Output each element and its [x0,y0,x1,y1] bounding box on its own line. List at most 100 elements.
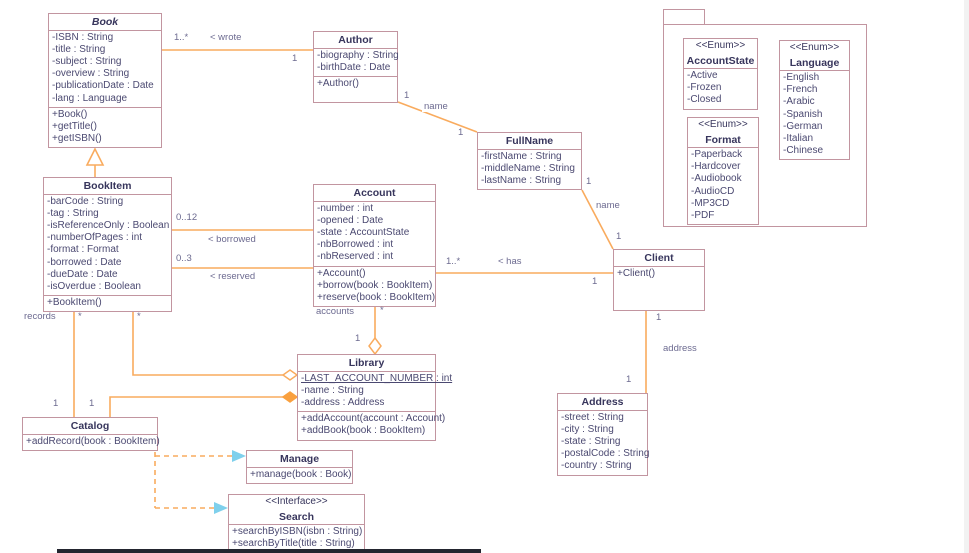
methods: +manage(book : Book) [247,466,352,483]
class-title: Manage [279,453,320,465]
member-row: -firstName : String [481,150,562,162]
member-row: -number : int [317,202,374,214]
member-row: -lang : Language [52,92,128,104]
member-row: -title : String [52,43,106,55]
member-row: +Book() [52,108,88,120]
class-title: Address [581,396,624,408]
class-title: FullName [505,135,554,147]
attributes: -biography : String-birthDate : Date [314,47,399,76]
enum-stereotype: <<Enum>> [695,40,746,51]
member-row: -street : String [561,411,624,423]
multiplicity-label: 1 [656,312,662,323]
class-manage[interactable]: Manage +manage(book : Book) [246,450,353,484]
member-row: -nbReserved : int [317,251,394,263]
dependency-arrow-icon [214,502,228,514]
multiplicity-label: 1..* [174,32,189,43]
class-fullname[interactable]: FullName -firstName : String-middleName … [477,132,582,191]
member-row: -borrowed : Date [47,256,122,268]
member-row: -French [783,84,818,96]
interface-search[interactable]: <<Interface>> Search +searchByISBN(isbn … [228,494,365,553]
member-row: -city : String [561,423,614,435]
class-title: Book [91,16,119,28]
multiplicity-label: 1 [586,176,592,187]
methods: +Author() [314,75,397,102]
enum-values: -English-French-Arabic-Spanish-German-It… [780,70,849,159]
multiplicity-label: 1 [458,127,464,138]
member-row: -state : String [561,435,621,447]
class-catalog[interactable]: Catalog +addRecord(book : BookItem) [22,417,160,451]
enum-format[interactable]: <<Enum>> Format -Paperback-Hardcover-Aud… [687,117,759,226]
enum-language[interactable]: <<Enum>> Language -English-French-Arabic… [779,40,850,161]
multiplicity-label: 0..12 [176,212,198,223]
methods: +searchByISBN(isbn : String)+searchByTit… [229,524,364,552]
class-library[interactable]: Library -LAST_ACCOUNT_NUMBER : int -name… [297,354,452,441]
edge-label-name: name [422,101,450,112]
class-author[interactable]: Author -biography : String-birthDate : D… [313,31,399,103]
class-book[interactable]: Book -ISBN : String-title : String-subje… [48,13,162,149]
multiplicity-label: * [380,305,384,316]
member-row: -German [783,120,823,132]
edge-label-borrowed: < borrowed [208,234,256,245]
class-title: Client [644,252,674,264]
attributes: -firstName : String-middleName : String-… [478,148,581,190]
class-address[interactable]: Address -street : String-city : String-s… [557,393,649,476]
class-title: Author [338,34,373,46]
edge-label-name: name [594,200,622,211]
member-row: -overview : String [52,68,130,80]
static-attributes: -LAST_ACCOUNT_NUMBER : int [301,373,452,385]
member-row: -biography : String [317,49,399,61]
edge-label-records: records [24,311,56,322]
member-row: -birthDate : Date [317,61,391,73]
member-row: +borrow(book : BookItem) [317,279,433,291]
methods: +addRecord(book : BookItem) [23,433,160,450]
member-row: -address : Address [301,396,385,408]
multiplicity-label: 0..3 [176,253,192,264]
member-row: -country : String [561,460,632,472]
aggregation-diamond-icon [281,369,299,381]
member-row: -opened : Date [317,214,384,226]
multiplicity-label: 1 [592,276,598,287]
methods: +addAccount(account : Account)+addBook(b… [298,411,445,439]
class-account[interactable]: Account -number : int-opened : Date-stat… [313,184,436,308]
member-row: -Closed [687,94,722,106]
member-row: -Frozen [687,82,722,94]
member-row: -Active [687,70,718,81]
enum-stereotype: <<Enum>> [789,42,840,53]
member-row: +searchByISBN(isbn : String) [232,526,363,537]
member-row: -English [783,72,820,83]
class-bookitem[interactable]: BookItem -barCode : String-tag : String-… [43,177,172,313]
multiplicity-label: 1 [616,231,622,242]
member-row: -MP3CD [691,197,730,209]
methods: +Client() [614,265,704,310]
methods: +Account()+borrow(book : BookItem)+reser… [314,265,436,307]
enum-values: -Active-Frozen-Closed [684,68,757,109]
class-client[interactable]: Client +Client() [613,249,705,311]
member-row: -isOverdue : Boolean [47,280,141,292]
member-row: -nbBorrowed : int [317,239,394,251]
enum-title: Format [705,133,741,146]
methods: +BookItem() [44,295,171,311]
attributes: -barCode : String-tag : String-isReferen… [44,193,171,296]
member-row: -ISBN : String [52,31,114,43]
member-row: -format : Format [47,244,119,256]
aggregation-diamond-icon [368,336,382,356]
multiplicity-label: 1..* [446,256,461,267]
member-row: +reserve(book : BookItem) [317,291,436,303]
enum-accountstate[interactable]: <<Enum>> AccountState -Active-Frozen-Clo… [683,38,758,110]
member-row: +addBook(book : BookItem) [301,425,426,437]
class-title: Library [348,357,385,369]
composition-diamond-icon [281,391,299,403]
member-row: +searchByTitle(title : String) [232,538,355,550]
member-row: -middleName : String [481,162,575,174]
member-row: -Paperback [691,149,743,160]
multiplicity-label: * [78,311,82,322]
member-row: -dueDate : Date [47,268,118,280]
multiplicity-label: 1 [626,374,632,385]
member-row: -Hardcover [691,161,741,173]
enum-title: AccountState [686,54,755,67]
attributes: -name : String-address : Address [301,385,432,409]
edge-label-accounts: accounts [316,306,355,317]
member-row: -Italian [783,133,814,145]
member-row: +Author() [317,77,359,89]
